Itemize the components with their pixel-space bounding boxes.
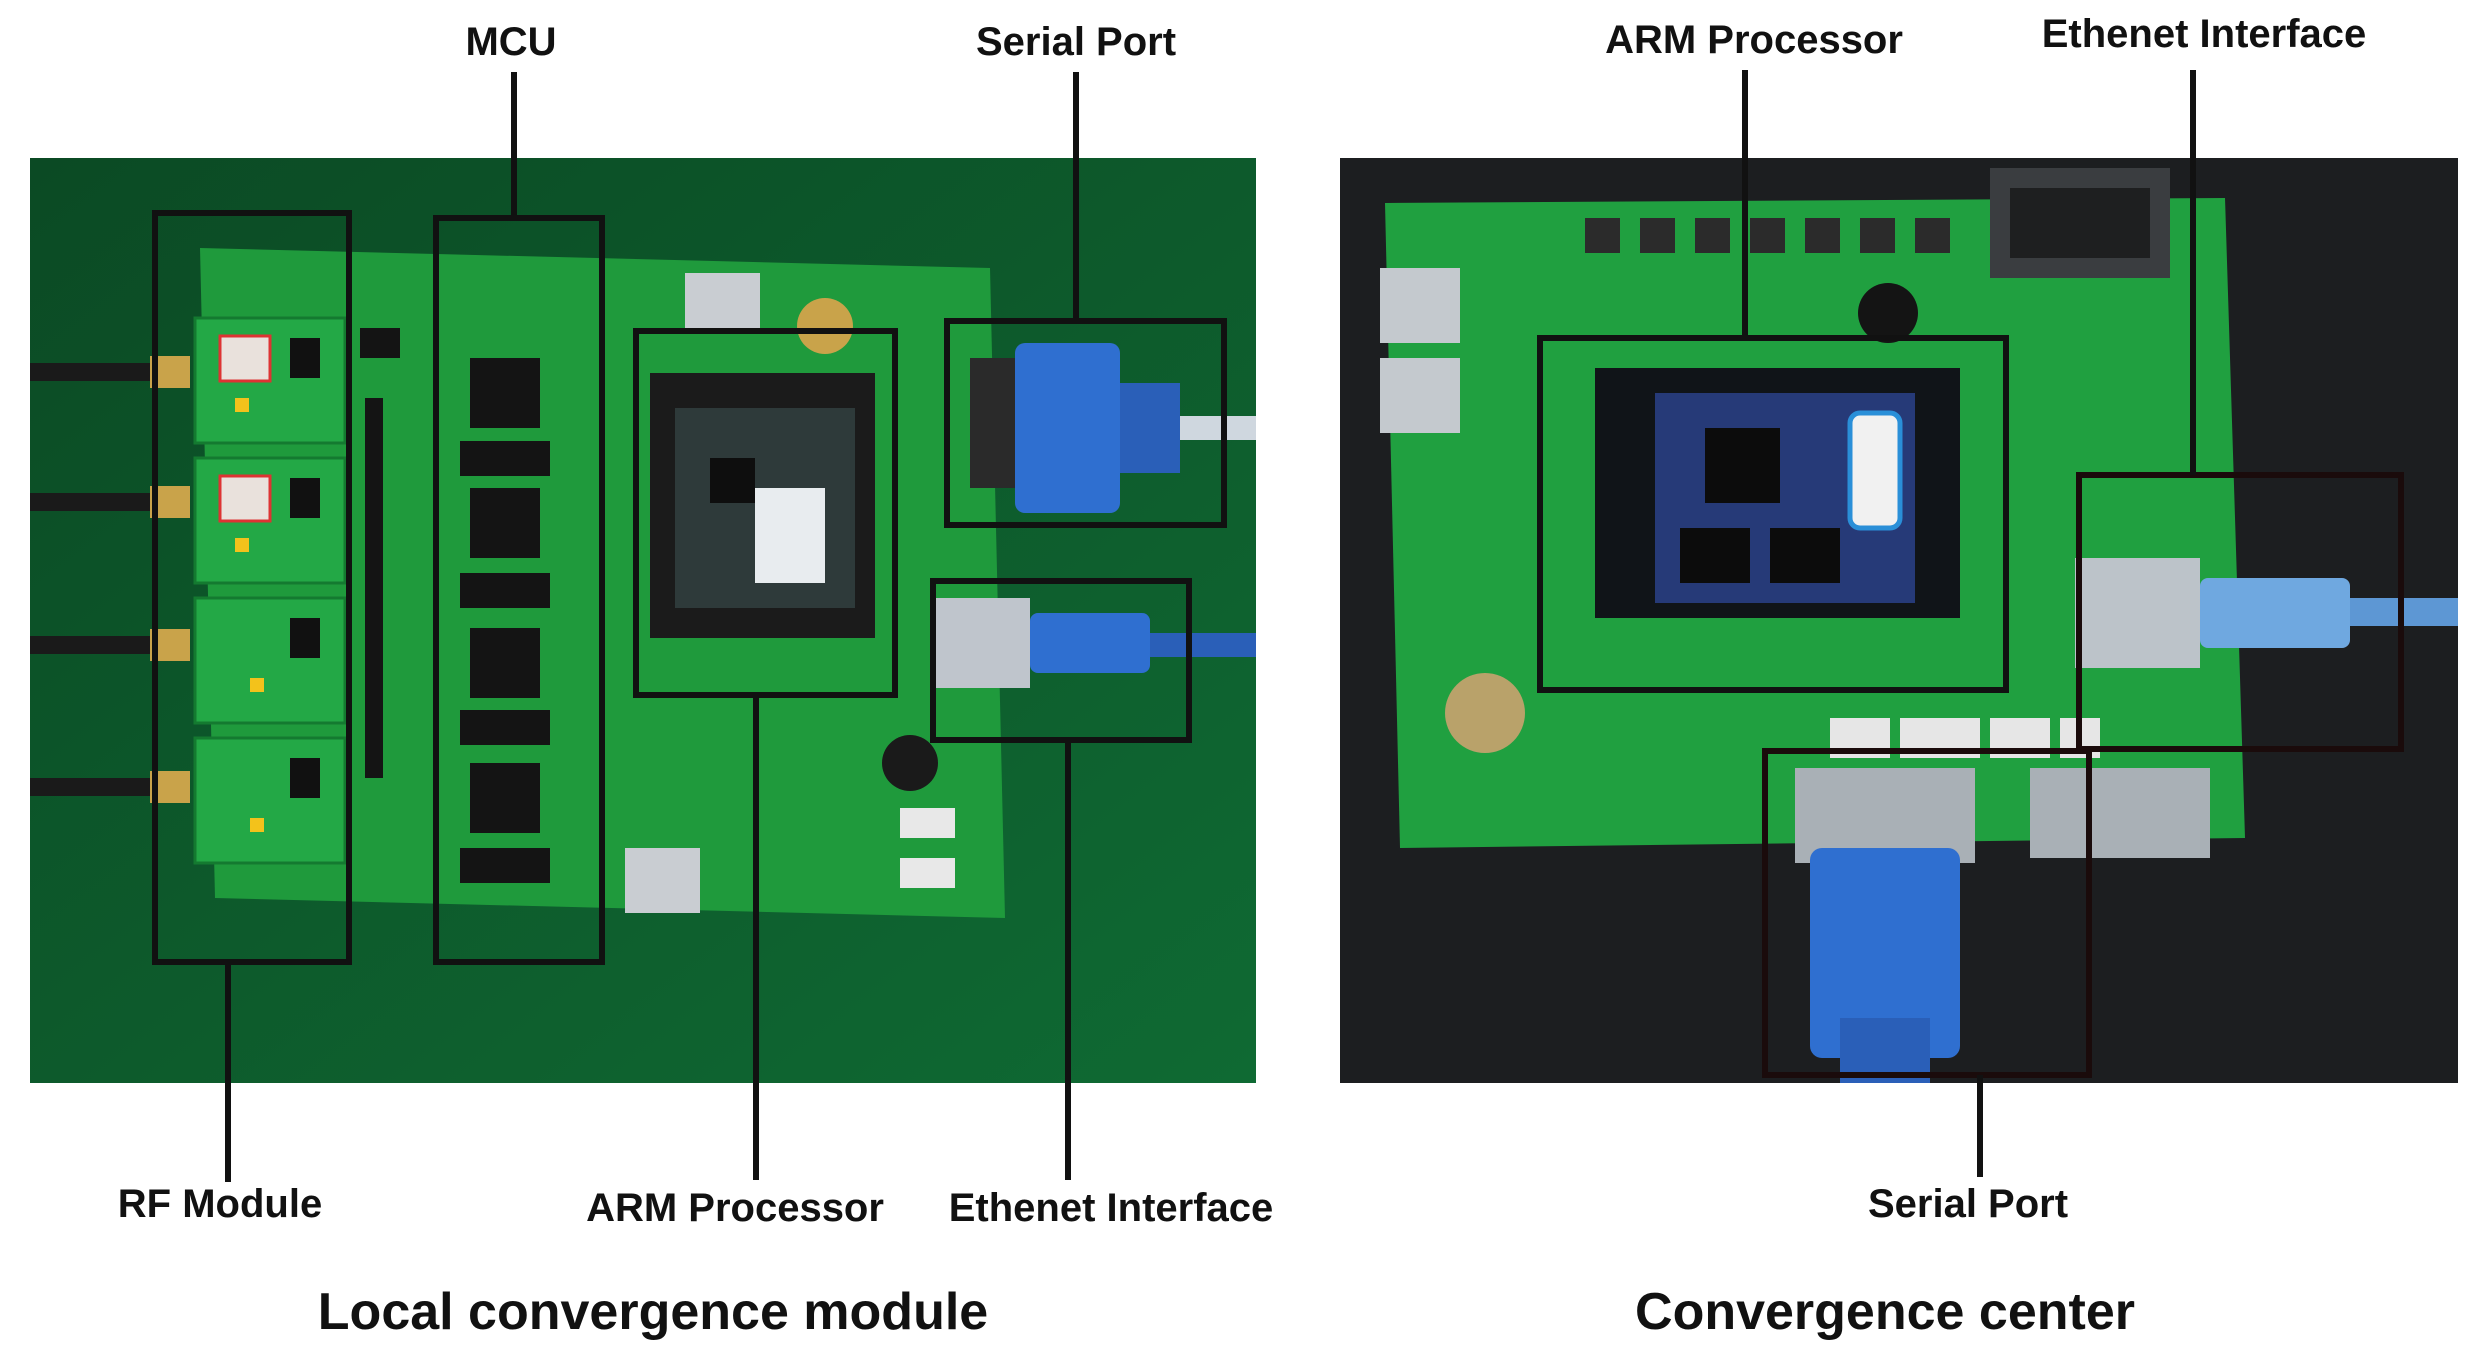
ethernet-interface-label: Ethenet Interface — [948, 1186, 1274, 1230]
arm-processor-leader-line — [753, 695, 759, 1180]
rf-module-label: RF Module — [117, 1182, 323, 1226]
right-ethernet-interface-box — [2076, 472, 2404, 752]
serial-port-box — [944, 318, 1227, 528]
right-caption: Convergence center — [1635, 1283, 2135, 1341]
mcu-box — [433, 215, 605, 965]
serial-port-label: Serial Port — [975, 20, 1177, 64]
right-board-photo — [1340, 158, 2458, 1083]
ethernet-interface-leader-line — [1065, 740, 1071, 1180]
arm-processor-label: ARM Processor — [586, 1186, 884, 1230]
right-ethernet-interface-label: Ethenet Interface — [2041, 12, 2367, 56]
rf-module-leader-line — [225, 962, 231, 1182]
left-caption: Local convergence module — [317, 1283, 989, 1341]
serial-port-leader-line — [1073, 72, 1079, 321]
right-serial-port-label: Serial Port — [1867, 1182, 2069, 1226]
right-board-illustration — [1340, 158, 2458, 1083]
right-serial-port-box — [1762, 748, 2092, 1078]
ethernet-interface-box — [930, 578, 1192, 743]
right-arm-processor-leader-line — [1742, 70, 1748, 338]
mcu-label: MCU — [465, 20, 557, 64]
arm-processor-box — [633, 328, 898, 698]
right-arm-processor-label: ARM Processor — [1605, 18, 1903, 62]
rf-module-box — [152, 210, 352, 965]
right-arm-processor-box — [1537, 335, 2009, 693]
mcu-leader-line — [511, 72, 517, 218]
right-ethernet-interface-leader-line — [2190, 70, 2196, 475]
right-serial-port-leader-line — [1977, 1075, 1983, 1177]
